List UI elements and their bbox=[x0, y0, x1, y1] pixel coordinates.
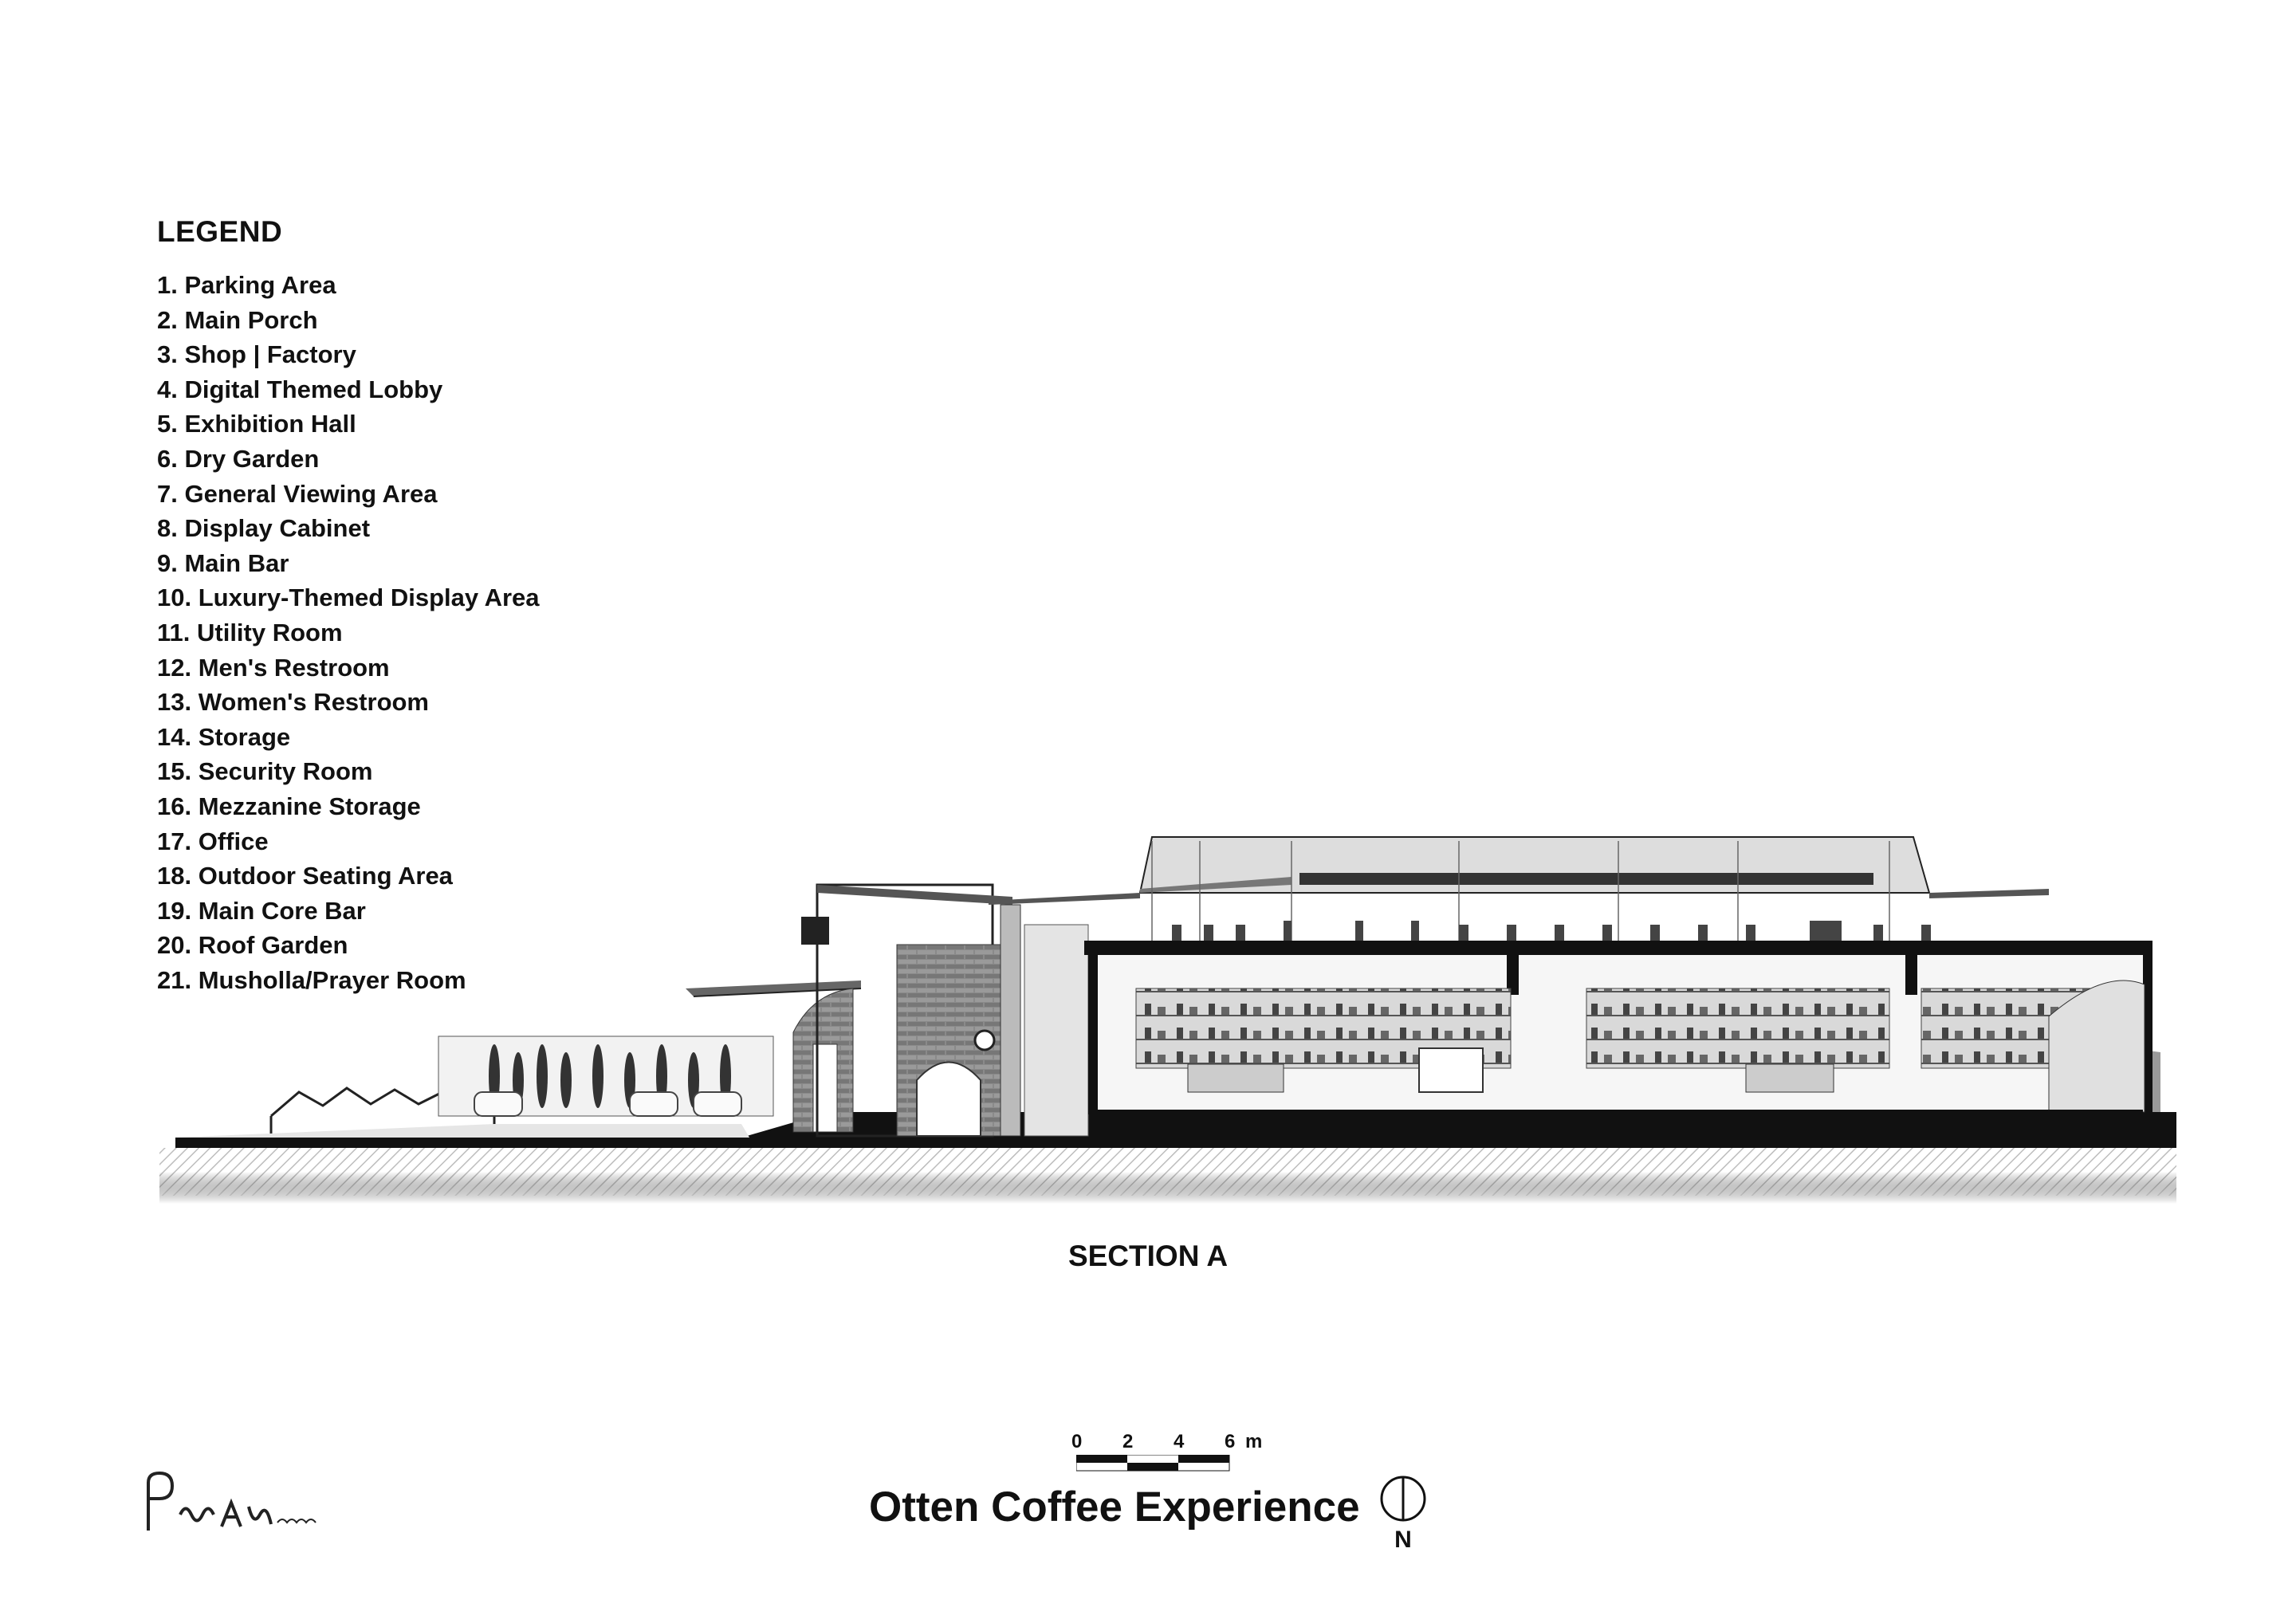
legend-item: 13. Women's Restroom bbox=[157, 688, 429, 717]
legend-item: 3. Shop | Factory bbox=[157, 340, 356, 369]
legend-item: 10. Luxury-Themed Display Area bbox=[157, 584, 540, 612]
main-porch bbox=[686, 980, 862, 1133]
legend-item: 7. General Viewing Area bbox=[157, 479, 438, 508]
section-label: SECTION A bbox=[1067, 1240, 1229, 1272]
scale-tick: 2 bbox=[1122, 1431, 1134, 1452]
legend-item: 1. Parking Area bbox=[157, 271, 336, 299]
legend-item: 17. Office bbox=[157, 827, 269, 855]
architect-logo bbox=[147, 1471, 316, 1531]
scale-tick: 4 bbox=[1174, 1431, 1185, 1452]
legend-title: LEGEND bbox=[157, 215, 283, 248]
legend-item: 9. Main Bar bbox=[157, 548, 289, 577]
shop-factory bbox=[801, 883, 1089, 1138]
parking-area bbox=[175, 1035, 774, 1138]
legend-list: 1. Parking Area 2. Main Porch 3. Shop | … bbox=[157, 268, 540, 997]
legend-item: 19. Main Core Bar bbox=[157, 896, 366, 925]
north-arrow-icon bbox=[1380, 1476, 1426, 1522]
legend-item: 15. Security Room bbox=[157, 757, 373, 786]
legend-item: 12. Men's Restroom bbox=[157, 653, 390, 682]
legend-item: 14. Storage bbox=[157, 722, 291, 751]
legend: LEGEND 1. Parking Area 2. Main Porch 3. … bbox=[157, 215, 540, 997]
legend-item: 8. Display Cabinet bbox=[157, 514, 371, 543]
scale-tick: 6 bbox=[1225, 1431, 1236, 1452]
legend-item: 11. Utility Room bbox=[157, 618, 343, 646]
legend-item: 18. Outdoor Seating Area bbox=[157, 862, 453, 890]
legend-item: 4. Digital Themed Lobby bbox=[157, 375, 443, 403]
ground bbox=[159, 1112, 2176, 1204]
scale-unit: m bbox=[1245, 1431, 1263, 1452]
interior-ground-floor bbox=[1088, 955, 2152, 1114]
legend-item: 20. Roof Garden bbox=[157, 931, 348, 960]
roof-garden-level bbox=[989, 836, 2152, 955]
legend-item: 21. Musholla/Prayer Room bbox=[157, 965, 466, 994]
legend-item: 16. Mezzanine Storage bbox=[157, 792, 421, 820]
scale-tick: 0 bbox=[1071, 1431, 1083, 1452]
scale-bar: 0 2 4 6 m bbox=[1068, 1431, 1276, 1495]
legend-item: 5. Exhibition Hall bbox=[157, 410, 356, 438]
legend-item: 6. Dry Garden bbox=[157, 444, 320, 473]
north-label: N bbox=[1394, 1527, 1412, 1553]
legend-item: 2. Main Porch bbox=[157, 305, 318, 334]
scale-bar-graphic bbox=[1076, 1455, 1230, 1472]
north-arrow: N bbox=[1375, 1471, 1431, 1558]
project-title: Otten Coffee Experience bbox=[869, 1483, 1360, 1531]
section-drawing bbox=[159, 836, 2176, 1204]
